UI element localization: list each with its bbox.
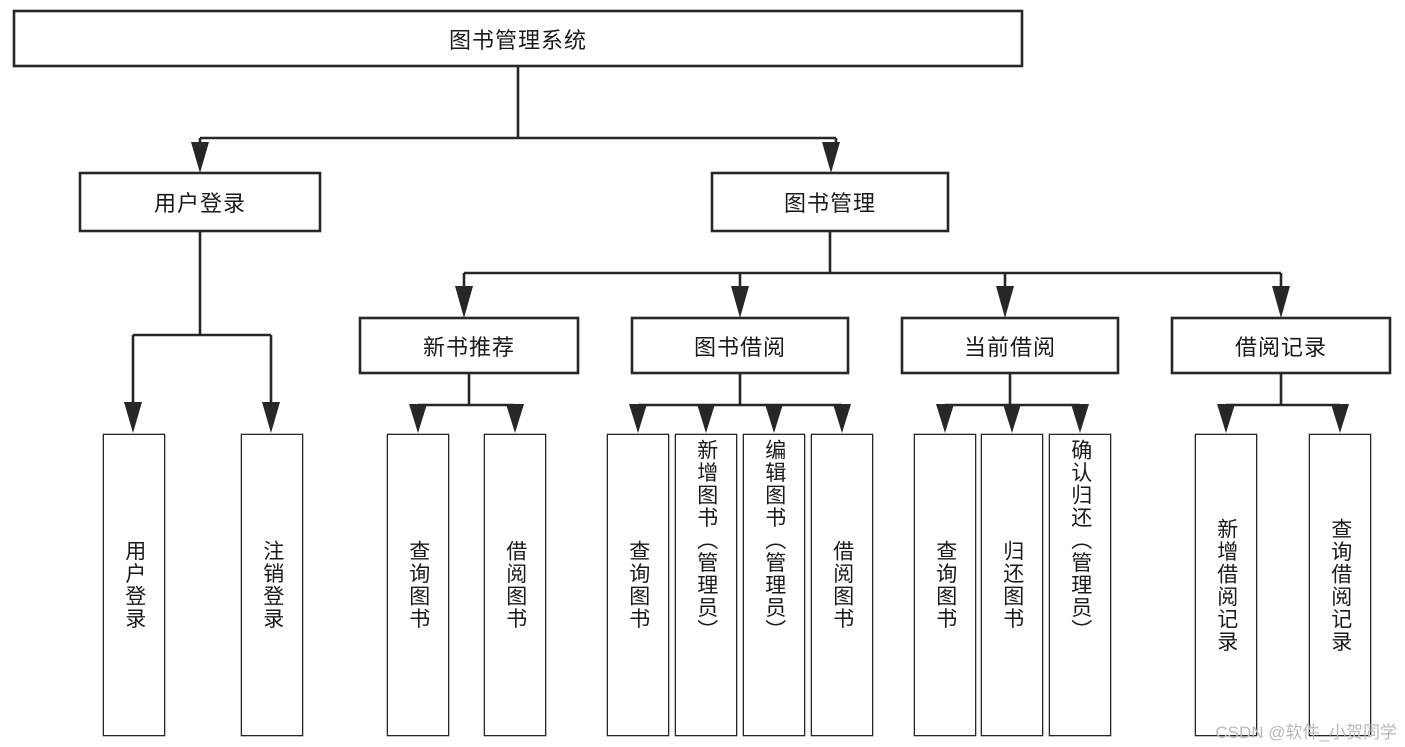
leaf-query-book-borrow[interactable]: 查询图书 — [608, 435, 668, 735]
leaf-add-book-admin[interactable]: 新增图书（管理员） — [676, 435, 736, 735]
leaf-confirm-return-admin[interactable]: 确认归还（管理员） — [1050, 435, 1110, 735]
leaf-query-book-current[interactable]: 查询图书 — [915, 435, 975, 735]
leaf-user-login[interactable]: 用户登录 — [104, 435, 164, 735]
leaf-query-book-newbook-label: 查询图书 — [406, 540, 430, 630]
leaf-query-borrow-record-label: 查询借阅记录 — [1328, 517, 1352, 653]
node-book-borrow[interactable] — [630, 316, 850, 375]
leaf-borrow-book-newbook[interactable]: 借阅图书 — [485, 435, 545, 735]
leaf-logout-label: 注销登录 — [260, 540, 284, 630]
leaf-add-borrow-record-label: 新增借阅记录 — [1214, 517, 1238, 653]
connector-record-to-leaves — [1217, 373, 1349, 433]
node-root[interactable] — [12, 9, 1024, 68]
leaf-query-borrow-record[interactable]: 查询借阅记录 — [1310, 435, 1370, 735]
leaf-borrow-book-label: 借阅图书 — [830, 540, 854, 630]
leaf-return-book-label: 归还图书 — [1000, 540, 1024, 630]
leaf-return-book[interactable]: 归还图书 — [982, 435, 1042, 735]
connector-book-manage-to-level2 — [455, 231, 1290, 318]
csdn-watermark: CSDN @软件_小贺同学 — [1215, 723, 1397, 742]
leaf-logout[interactable]: 注销登录 — [242, 435, 302, 735]
node-book-management[interactable] — [710, 171, 950, 233]
node-borrow-record[interactable] — [1170, 316, 1392, 375]
node-current-borrow[interactable] — [900, 316, 1120, 375]
node-new-book-recommend[interactable] — [358, 316, 580, 375]
node-user-login[interactable] — [78, 171, 322, 233]
leaf-add-book-admin-label: 新增图书（管理员） — [694, 439, 718, 642]
leaf-add-borrow-record[interactable]: 新增借阅记录 — [1196, 435, 1256, 735]
connector-newbook-to-leaves — [409, 373, 524, 433]
leaf-edit-book-admin[interactable]: 编辑图书（管理员） — [744, 435, 804, 735]
connector-user-login-to-leaves — [124, 231, 280, 433]
leaf-query-book-current-label: 查询图书 — [933, 540, 957, 630]
leaf-query-book-newbook[interactable]: 查询图书 — [388, 435, 448, 735]
leaf-query-book-borrow-label: 查询图书 — [626, 540, 650, 630]
leaf-user-login-label: 用户登录 — [122, 540, 146, 630]
leaf-borrow-book-newbook-label: 借阅图书 — [503, 540, 527, 630]
connector-current-to-leaves — [936, 373, 1089, 433]
leaf-borrow-book[interactable]: 借阅图书 — [812, 435, 872, 735]
leaf-confirm-return-admin-label: 确认归还（管理员） — [1068, 439, 1092, 642]
leaf-edit-book-admin-label: 编辑图书（管理员） — [762, 439, 786, 642]
connector-borrow-to-leaves — [629, 373, 851, 433]
connector-root-to-level1 — [191, 66, 840, 173]
